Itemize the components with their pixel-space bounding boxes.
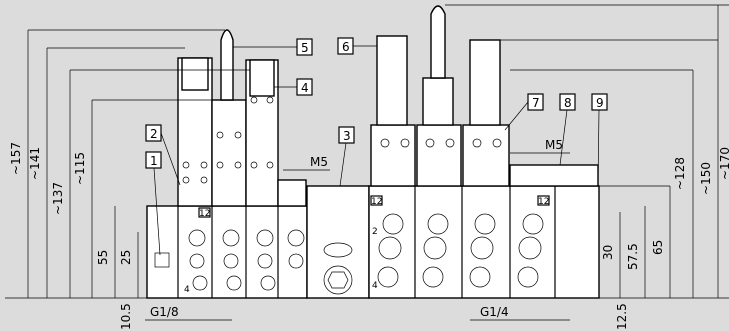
callout-9: 9 [591,93,608,187]
svg-text:5: 5 [301,41,309,55]
valve-stack-6 [462,124,510,187]
dim-141: ~141 [28,147,42,180]
dim-65: 65 [651,240,665,255]
manual-lever-right [430,5,446,79]
valve-stack-2 [211,99,247,207]
dim-128: ~128 [673,157,687,190]
valve-stack-5 [416,124,462,187]
callout-1: 1 [145,151,162,256]
svg-text:2: 2 [372,227,378,237]
supply-block [306,185,370,299]
callout-7: 7 [504,93,544,131]
svg-text:4: 4 [301,81,309,95]
svg-text:7: 7 [532,96,540,110]
callout-8: 8 [559,93,576,166]
valve-stack-4 [370,124,416,187]
svg-text:12: 12 [199,209,210,219]
manual-lever-left [220,29,234,101]
callout-4: 4 [274,78,313,96]
dim-55: 55 [96,250,110,265]
svg-text:1: 1 [150,154,158,168]
dim-150: ~150 [699,162,713,195]
svg-text:2: 2 [150,127,158,141]
thread-g14: G1/4 [480,305,509,319]
dim-137: ~137 [51,182,65,215]
svg-text:12: 12 [538,197,549,207]
dim-30: 30 [601,245,615,260]
dim-10-5: 10.5 [119,303,133,330]
callout-5: 5 [233,38,313,56]
thread-m5-left: M5 [310,155,328,169]
thread-m5-right: M5 [545,138,563,152]
svg-text:4: 4 [372,281,378,291]
svg-text:6: 6 [342,40,350,54]
svg-text:4: 4 [184,285,190,295]
svg-text:3: 3 [343,129,351,143]
thread-g18: G1/8 [150,305,179,319]
dim-12-5: 12.5 [615,303,629,330]
right-manifold-body [368,185,600,299]
left-manifold-body [146,205,308,299]
svg-text:9: 9 [596,96,604,110]
dim-25: 25 [119,250,133,265]
dim-157: ~157 [9,142,23,175]
callout-2: 2 [145,124,181,186]
dim-170: ~170 [718,147,729,180]
dim-57-5: 57.5 [626,243,640,270]
callout-3: 3 [338,126,355,187]
port-labels: 12 12 12 2 4 4 [184,195,550,295]
svg-text:12: 12 [371,197,382,207]
dim-115: ~115 [73,152,87,185]
svg-text:8: 8 [564,96,572,110]
callout-6: 6 [337,37,377,55]
